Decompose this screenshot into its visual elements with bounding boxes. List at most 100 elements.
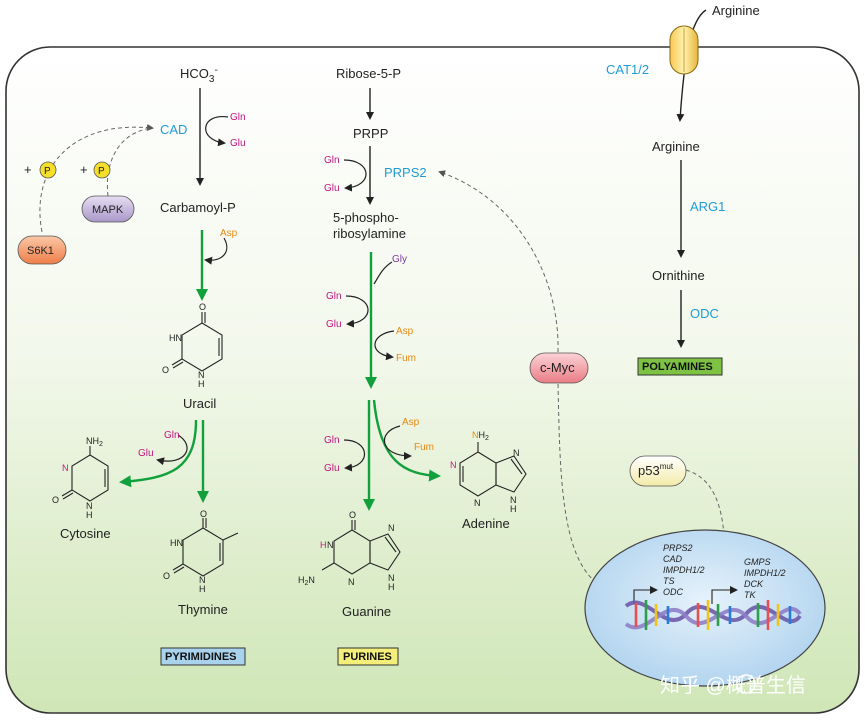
watermark-text: 知乎 @概普生信 [660,674,806,697]
uracil-hn: HN [169,333,182,343]
cytosine-nh2: NH2 [86,436,103,448]
dna-helix [624,600,802,630]
gln-label-purine-1: Gln [326,291,342,302]
hco3-label: HCO3- [180,65,218,85]
green-arrow-to-adenine [372,399,441,482]
watermark: 知乎 @概普生信 [660,674,806,697]
gly-label: Gly [392,254,407,265]
p53-gene-3: TK [744,590,756,600]
cytosine-o: O [52,495,59,505]
cmyc-to-prps2-dashed [438,170,559,353]
phospho-s6k1-label: P [44,166,51,177]
fum-label-purine-1: Fum [396,353,416,364]
uracil-o-top: O [199,302,206,312]
guanine-n1: N [327,540,334,550]
adenine-n9: N [510,495,517,505]
cytosine-n: N [62,463,69,473]
thymine-label: Thymine [178,602,228,617]
pra-label-1: 5-phospho- [333,210,399,225]
cytosine-label: Cytosine [60,526,111,541]
adenine-h: H [510,504,517,514]
glu-label-cad: Glu [230,138,246,149]
pyrimidines-label: PYRIMIDINES [165,651,237,663]
p53-gene-2: DCK [744,579,764,589]
ornithine-label: Ornithine [652,268,705,283]
cat12-label: CAT1/2 [606,62,649,77]
p53-gene-0: GMPS [744,557,771,567]
p53-gene-1: IMPDH1/2 [744,568,786,578]
guanine-n9: N [388,573,395,583]
thymine-hn: HN [170,538,183,548]
asp-label-pyrimidine: Asp [220,228,238,239]
uracil-label: Uracil [183,396,216,411]
adenine-nh2: NH2 [472,430,489,442]
gln-glu-curl-prps2 [343,159,367,192]
glu-label-cytosine: Glu [138,448,154,459]
guanine-o: O [349,510,356,520]
guanine-label: Guanine [342,604,391,619]
guanine-n3: N [348,577,355,587]
myc-gene-0: PRPS2 [663,543,693,553]
mapk-node [81,195,135,223]
polyamines-label: POLYAMINES [642,361,713,373]
plus-s6k1: + [24,162,32,177]
glu-label-purine-2: Glu [324,463,340,474]
myc-gene-2: IMPDH1/2 [663,565,705,575]
polyamines-box [637,357,723,376]
pra-label-2: ribosylamine [333,226,406,241]
guanine-h: H [388,582,395,592]
gln-label-cytosine: Gln [164,430,180,441]
asp-label-purine-1: Asp [396,326,414,337]
carbamoyl-p-label: Carbamoyl-P [160,200,236,215]
asp-curl-pyrimidine [204,237,228,265]
gly-curl [373,261,393,285]
glu-label-purine-1: Glu [326,319,342,330]
guanine-n7: N [388,523,395,533]
gln-glu-curl-purine-2 [343,439,366,472]
odc-label: ODC [690,306,719,321]
cmyc-label: c-Myc [540,360,575,375]
cytosine-h: H [86,510,93,520]
p53-target-gene-list: GMPS IMPDH1/2 DCK TK [744,557,786,600]
asp-label-purine-2: Asp [402,417,420,428]
thymine-o-top: O [200,509,207,519]
gln-label-purine-2: Gln [324,435,340,446]
guanine-hn: H [320,540,327,550]
asp-fum-curl-purine-2 [383,425,412,460]
gln-glu-curl-purine-1 [345,295,369,328]
cad-enzyme-label: CAD [160,122,187,137]
phospho-s6k1-icon [39,161,57,179]
glu-label-prps2: Glu [324,183,340,194]
watermark-logo-icon [736,674,756,694]
green-arrow-to-cytosine [119,419,198,488]
p53-to-nucleus-dashed [685,469,728,590]
arginine-extracellular-label: Arginine [712,3,760,18]
asp-fum-curl-purine-1 [374,330,395,361]
pyrimidines-box [160,647,246,666]
gln-glu-curl-cad [205,116,229,147]
gln-glu-curl-cytosine [156,434,188,466]
mapk-label: MAPK [92,204,124,216]
uracil-o-left: O [162,365,169,375]
cmyc-node [529,352,589,384]
cmyc-to-nucleus-dashed [557,383,602,587]
cytosine-structure [61,446,109,502]
gln-label-prps2: Gln [324,155,340,166]
purines-label: PURINES [343,651,392,663]
adenine-n7: N [513,448,520,458]
purines-box [337,647,399,666]
uracil-n: N [198,370,205,380]
phospho-mapk-icon [93,161,111,179]
adenine-n3: N [474,498,481,508]
ribose5p-label: Ribose-5-P [336,66,401,81]
p53-node [629,455,687,487]
mapk-to-cad-dashed [106,127,153,197]
myc-target-gene-list: PRPS2 CAD IMPDH1/2 TS ODC [663,543,705,597]
adenine-structure [459,442,527,497]
fum-label-purine-2: Fum [414,442,434,453]
plus-mapk: + [80,162,88,177]
arg1-label: ARG1 [690,199,725,214]
prpp-label: PRPP [353,126,388,141]
thymine-o-left: O [163,571,170,581]
